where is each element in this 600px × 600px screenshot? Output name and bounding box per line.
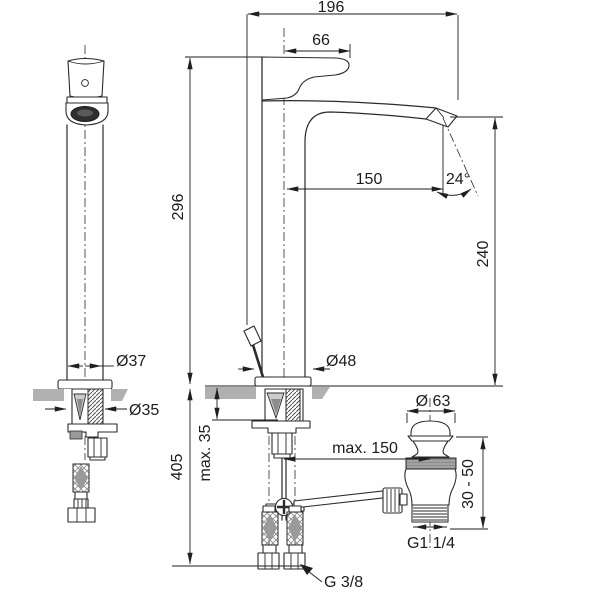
dim-spout-angle: 24° <box>436 117 479 199</box>
tailpiece-facets <box>277 433 287 454</box>
leader-supply-thread: G 3/8 <box>300 564 363 591</box>
dim-405-label: 405 <box>169 454 186 481</box>
spout-outlet-tip <box>425 107 458 128</box>
waste-body <box>404 468 457 506</box>
spout-top-edge <box>261 100 437 109</box>
dim-o63-label: Ø 63 <box>416 393 451 410</box>
anchor-wedge-inner <box>77 399 83 416</box>
dim-240-label: 240 <box>475 241 492 268</box>
dim-body-diameter: Ø37 <box>67 353 146 370</box>
threaded-shank-side <box>285 388 301 423</box>
threaded-shank-front <box>87 388 104 425</box>
dim-150-label: 150 <box>356 171 383 188</box>
dim-3050-label: 30 - 50 <box>460 459 477 509</box>
dim-outlet-height: 240 <box>450 116 503 386</box>
waste-cap-lip <box>407 435 454 442</box>
front-view <box>33 45 128 523</box>
hose-nut-front <box>67 507 96 523</box>
dim-height-296: 296 <box>170 56 262 385</box>
dim-o37-label: Ø37 <box>116 353 146 370</box>
angle-arc <box>436 188 472 199</box>
body-column-front <box>66 124 104 382</box>
angle-24-label: 24° <box>446 171 470 188</box>
hose2-collar <box>288 544 303 554</box>
g38-leader-line <box>307 570 323 583</box>
dim-waste-clamp-range: 30 - 50 <box>450 436 488 530</box>
dim-66-label: 66 <box>312 32 330 49</box>
dim-max-deck-thickness: max. 35 <box>197 387 278 481</box>
hose2-top <box>288 505 302 513</box>
dim-o35-label: Ø35 <box>129 402 159 419</box>
horizontal-rod <box>293 490 384 509</box>
hose-nut-facets <box>76 508 87 522</box>
handle-top-arc <box>67 60 105 65</box>
tailpiece-hex <box>271 432 293 455</box>
dim-196-label: 196 <box>318 0 345 16</box>
dim-max-rod-to-waste: max. 150 <box>283 440 431 462</box>
dim-total-projection: 196 <box>246 0 459 325</box>
dim-296-label: 296 <box>170 194 187 221</box>
waste-plug-cap <box>410 420 451 437</box>
hose1-nut <box>257 552 280 570</box>
outlet-detail-line <box>435 107 445 119</box>
dim-spout-reach: 150 <box>286 125 444 196</box>
aerator-inner <box>77 109 93 117</box>
hose2-nut <box>283 552 306 570</box>
hose1-collar <box>262 544 277 554</box>
knurl-ribs <box>386 489 400 512</box>
hose-nut-facet-lines <box>264 553 299 569</box>
lift-rod <box>251 344 265 378</box>
dim-max35-label: max. 35 <box>197 424 214 481</box>
mount-bracket-side <box>251 420 311 434</box>
g38-leader-arrow <box>300 564 313 575</box>
dim-base-diameter: Ø48 <box>238 353 356 372</box>
side-view <box>205 28 503 570</box>
hose-braid-diamond <box>74 466 88 490</box>
hose1-diamond <box>263 514 277 542</box>
popup-rod <box>281 457 287 521</box>
lift-rod-knob <box>243 325 262 347</box>
clamp-block <box>69 430 83 440</box>
dim-handle-offset: 66 <box>284 32 351 58</box>
base-flange-front <box>57 379 113 390</box>
dim-o63-extensions <box>406 413 456 423</box>
hose2-diamond <box>288 514 302 542</box>
hose-collar-front <box>74 491 88 500</box>
waste-rod-socket <box>399 493 408 506</box>
dim-o48-label: Ø48 <box>326 353 356 370</box>
base-flange-side <box>254 376 312 387</box>
dim-height-below-deck: 405 <box>169 388 302 567</box>
lever-handle-side <box>261 56 350 101</box>
angle-reference-line <box>442 117 479 197</box>
hose1-top <box>262 505 276 513</box>
waste-thread-section <box>411 504 449 523</box>
waste-detail-view <box>399 398 457 548</box>
dim-waste-thread: G1 1/4 <box>407 524 455 552</box>
seal-disc-lines <box>407 460 455 468</box>
waste-thread-lines <box>413 507 447 521</box>
dim-waste-cap-diameter: Ø 63 <box>406 393 456 423</box>
waste-trumpet <box>411 440 450 458</box>
dimension-annotations: 196 66 296 150 24° 240 <box>45 0 503 591</box>
fitting-ribs <box>77 499 87 508</box>
neck-ring-front <box>66 96 108 104</box>
spout-underside <box>304 111 427 379</box>
dim-196-extensions <box>246 14 459 325</box>
dim-g38-label: G 3/8 <box>324 574 363 591</box>
dim-hole-diameter: Ø35 <box>45 402 159 419</box>
dim-3050-extensions <box>450 436 488 530</box>
dim-max150-label: max. 150 <box>332 440 398 457</box>
anchor-wedge-side-inner <box>271 399 281 414</box>
nut-facets <box>93 438 102 457</box>
dim-g114-label: G1 1/4 <box>407 535 455 552</box>
handle-button-icon <box>81 79 89 87</box>
nut-chamfer <box>89 456 106 461</box>
mount-nut-front <box>87 437 108 458</box>
